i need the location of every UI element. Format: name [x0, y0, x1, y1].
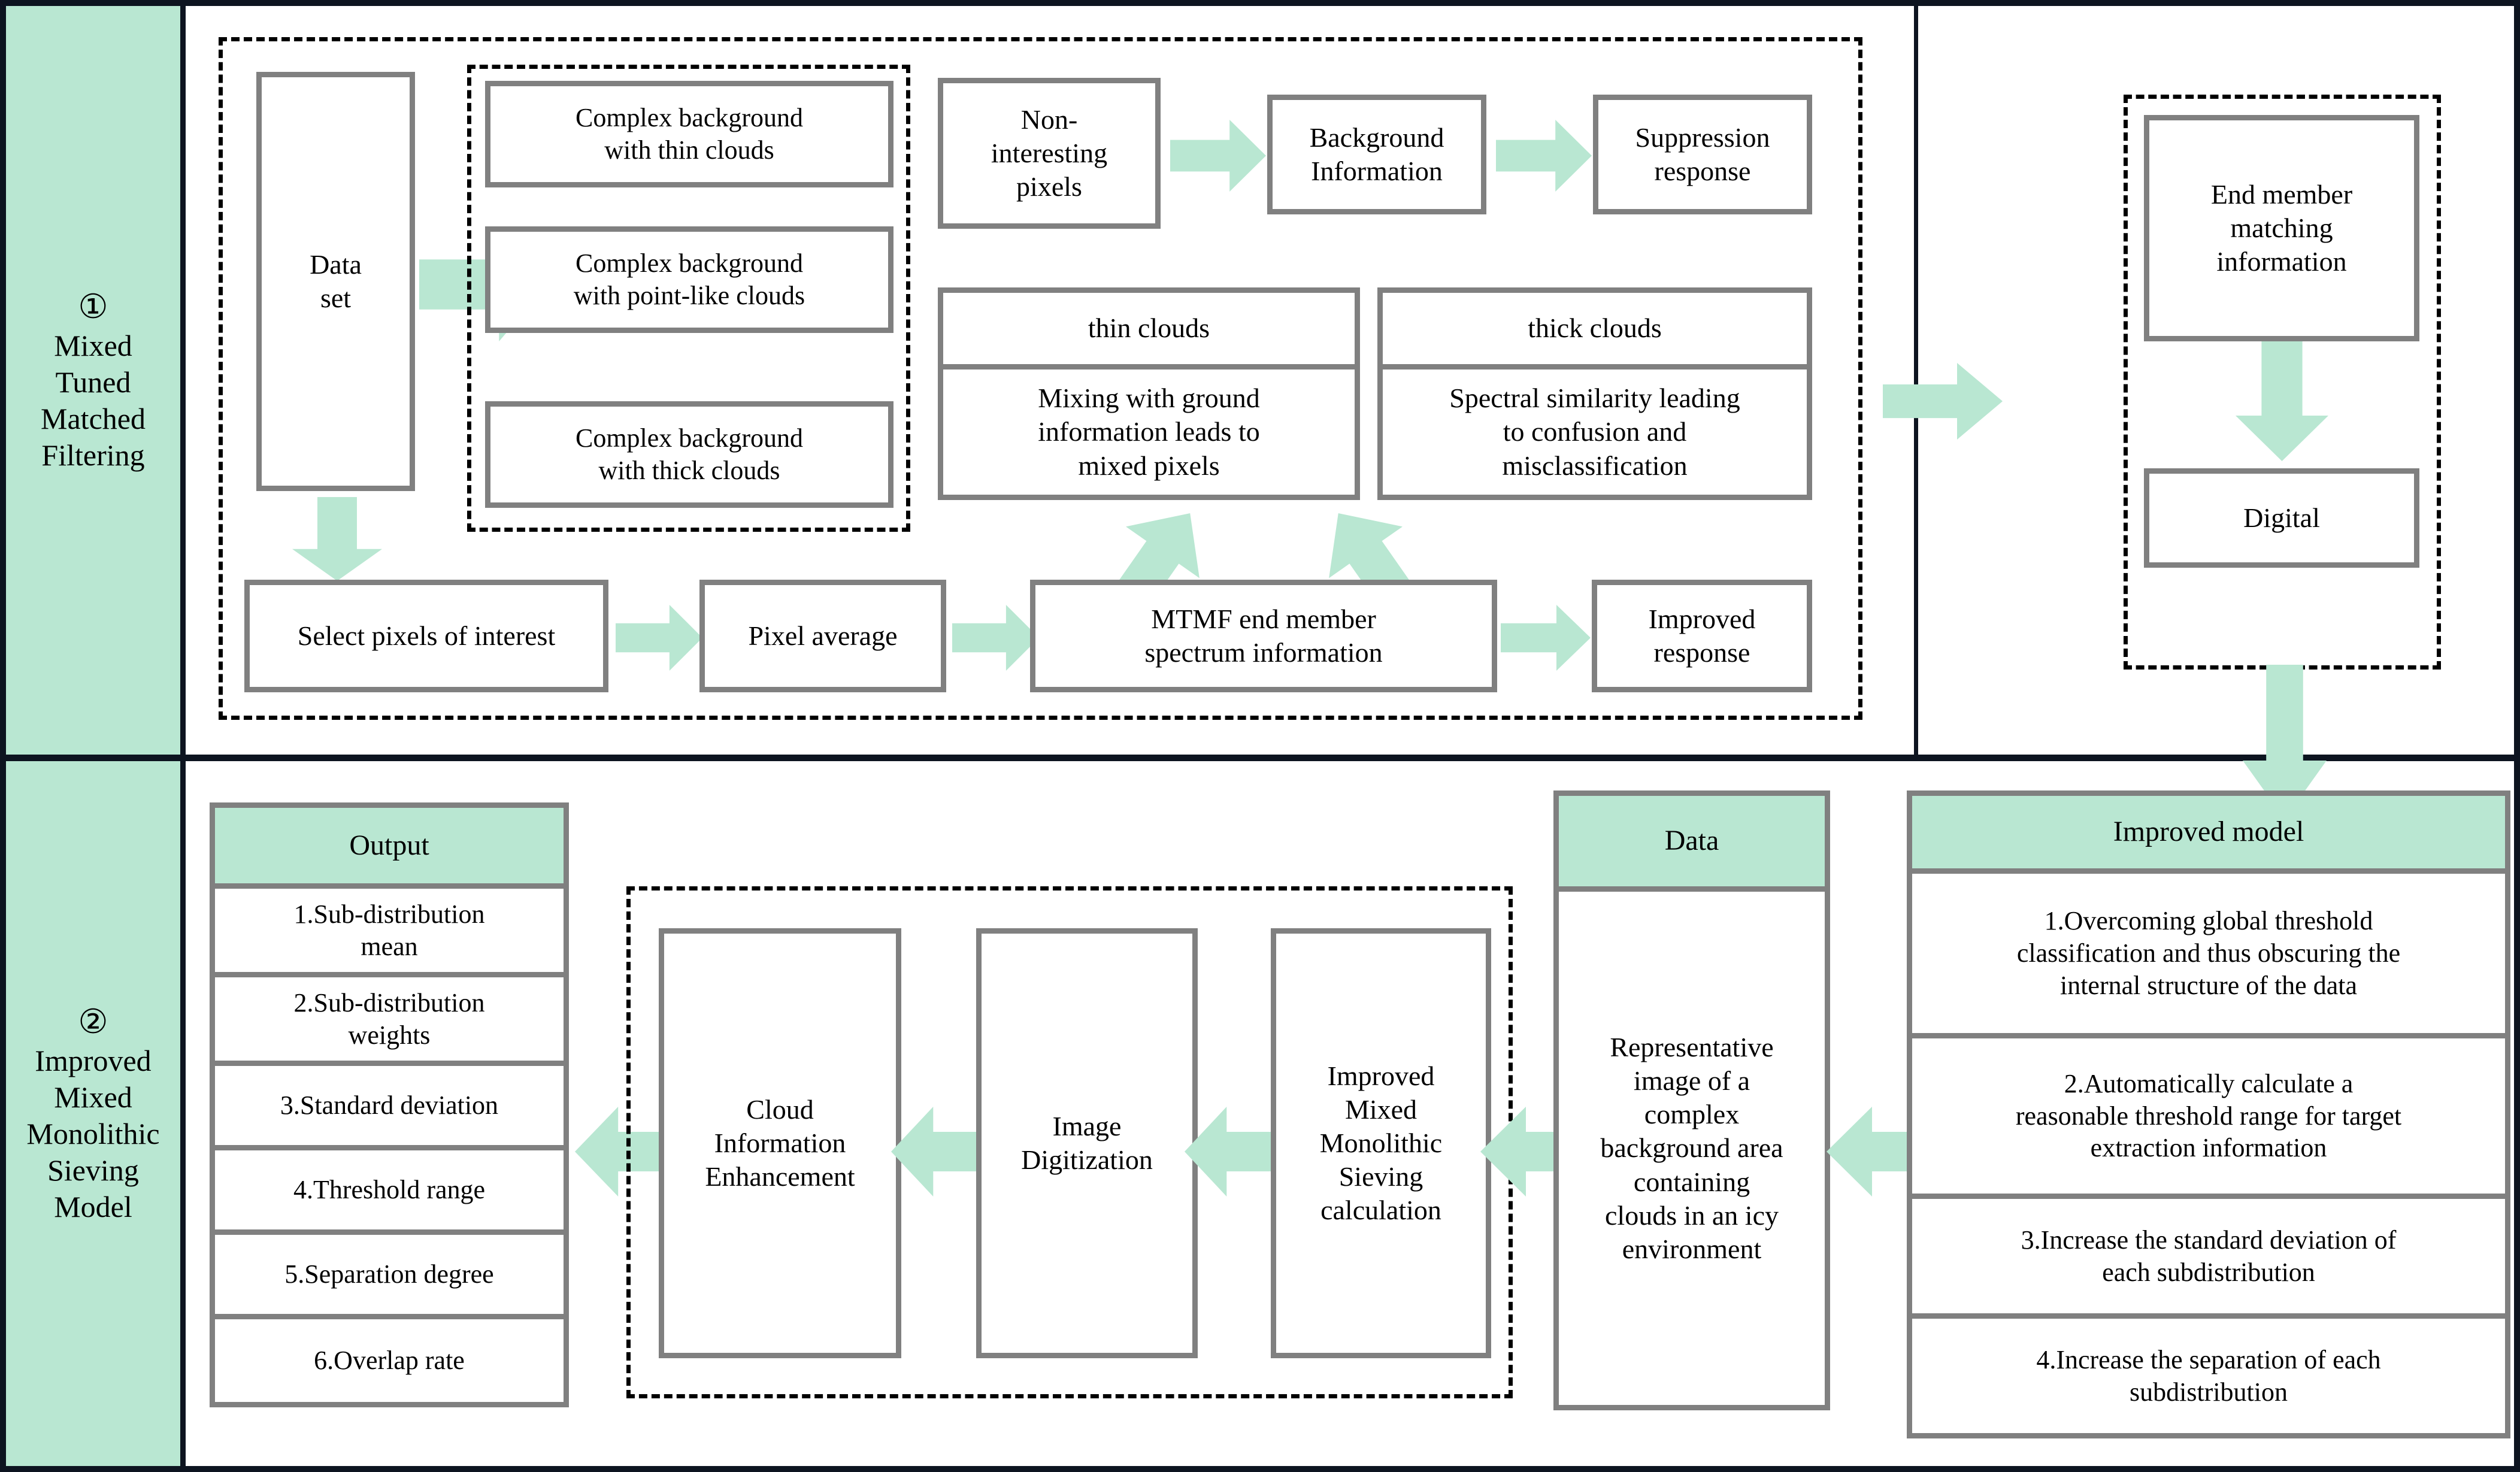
output-row-label-4: 5.Separation degree: [284, 1259, 494, 1289]
image-digitization-box: Image Digitization: [976, 928, 1198, 1358]
sidebar-section-2: ② Improved Mixed Monolithic Sieving Mode…: [6, 761, 186, 1466]
output-row-label-5: 6.Overlap rate: [314, 1346, 465, 1376]
thick-clouds-table: thick clouds Spectral similarity leading…: [1377, 287, 1812, 500]
thick-clouds-header: thick clouds: [1383, 293, 1807, 369]
output-row-1: 2.Sub-distribution weights: [215, 977, 564, 1066]
data-set-box: Data set: [256, 72, 415, 491]
improved-model-row-label-2: 3.Increase the standard deviation of eac…: [2021, 1225, 2397, 1287]
improved-model-row-label-3: 4.Increase the separation of each subdis…: [2036, 1344, 2381, 1407]
pixel-average-box: Pixel average: [699, 580, 946, 692]
image-digitization-label: Image Digitization: [1021, 1110, 1153, 1175]
background-type-label-1: Complex background with point-like cloud…: [573, 249, 805, 310]
improved-model-row-label-1: 2.Automatically calculate a reasonable t…: [2015, 1068, 2402, 1163]
improved-model-row-0: 1.Overcoming global threshold classifica…: [1912, 874, 2505, 1038]
thin-clouds-table: thin clouds Mixing with ground informati…: [938, 287, 1360, 500]
non-interesting-pixels-box: Non- interesting pixels: [938, 78, 1161, 229]
select-pixels-box: Select pixels of interest: [244, 580, 608, 692]
sidebar-1-line-0: Mixed: [54, 329, 132, 363]
sidebar-2-line-4: Model: [54, 1190, 132, 1224]
background-type-box-2: Complex background with thick clouds: [485, 401, 893, 508]
section-divider-horizontal: [6, 755, 2514, 761]
mtmf-spectrum-box: MTMF end member spectrum information: [1030, 580, 1497, 692]
output-row-2: 3.Standard deviation: [215, 1066, 564, 1150]
improved-model-row-3: 4.Increase the separation of each subdis…: [1912, 1319, 2505, 1433]
background-information-label: Background Information: [1309, 122, 1444, 186]
data-table-header-label: Data: [1664, 825, 1719, 857]
improved-model-table: Improved model 1.Overcoming global thres…: [1907, 790, 2510, 1438]
improved-response-box: Improved response: [1592, 580, 1812, 692]
sidebar-section-1: ① Mixed Tuned Matched Filtering: [6, 6, 186, 755]
improved-sieving-calculation-box: Improved Mixed Monolithic Sieving calcul…: [1271, 928, 1491, 1358]
output-row-0: 1.Sub-distribution mean: [215, 889, 564, 977]
improved-model-header: Improved model: [1912, 796, 2505, 874]
output-table: Output 1.Sub-distribution mean 2.Sub-dis…: [210, 802, 569, 1407]
sidebar-2-line-0: Improved: [35, 1044, 152, 1078]
arrow-section1-to-right-panel: [1883, 363, 2003, 440]
cloud-information-enhancement-box: Cloud Information Enhancement: [659, 928, 901, 1358]
digital-label: Digital: [2243, 502, 2320, 533]
output-row-5: 6.Overlap rate: [215, 1319, 564, 1402]
thin-clouds-body-label: Mixing with ground information leads to …: [1038, 383, 1260, 481]
background-type-label-0: Complex background with thin clouds: [575, 103, 804, 165]
background-types-dashed-group: [467, 65, 910, 532]
improved-model-row-label-0: 1.Overcoming global threshold classifica…: [2016, 906, 2401, 1000]
mtmf-spectrum-label: MTMF end member spectrum information: [1144, 603, 1383, 668]
improved-sieving-calculation-label: Improved Mixed Monolithic Sieving calcul…: [1319, 1060, 1443, 1226]
data-table: Data Representative image of a complex b…: [1553, 790, 1830, 1410]
thin-clouds-header: thin clouds: [943, 293, 1355, 369]
sidebar-1-line-3: Filtering: [41, 438, 145, 473]
end-member-matching-label: End member matching information: [2210, 178, 2353, 277]
output-row-4: 5.Separation degree: [215, 1235, 564, 1319]
background-type-box-1: Complex background with point-like cloud…: [485, 226, 893, 333]
thin-clouds-header-label: thin clouds: [1088, 313, 1210, 344]
improved-model-row-2: 3.Increase the standard deviation of eac…: [1912, 1199, 2505, 1319]
data-table-body: Representative image of a complex backgr…: [1559, 892, 1825, 1405]
sidebar-2-marker: ②: [78, 1003, 108, 1041]
thick-clouds-header-label: thick clouds: [1528, 313, 1662, 344]
data-set-label: Data set: [310, 249, 362, 313]
sidebar-1-line-1: Tuned: [55, 365, 131, 399]
thin-clouds-body: Mixing with ground information leads to …: [943, 369, 1355, 495]
sidebar-1-line-2: Matched: [41, 402, 146, 436]
sidebar-2-line-2: Monolithic: [26, 1117, 160, 1151]
section1-right-divider: [1914, 6, 1918, 755]
sidebar-2-line-3: Sieving: [47, 1153, 139, 1188]
output-table-header-label: Output: [349, 829, 429, 861]
select-pixels-label: Select pixels of interest: [297, 620, 556, 651]
end-member-matching-box: End member matching information: [2144, 115, 2419, 341]
data-table-header: Data: [1559, 796, 1825, 892]
thick-clouds-body-label: Spectral similarity leading to confusion…: [1449, 383, 1740, 481]
sidebar-2-line-1: Mixed: [54, 1080, 132, 1114]
non-interesting-pixels-label: Non- interesting pixels: [991, 104, 1108, 202]
improved-response-label: Improved response: [1648, 603, 1756, 668]
background-information-box: Background Information: [1267, 95, 1486, 214]
suppression-response-box: Suppression response: [1593, 95, 1812, 214]
thick-clouds-body: Spectral similarity leading to confusion…: [1383, 369, 1807, 495]
sidebar-1-marker: ①: [78, 288, 108, 326]
background-type-label-2: Complex background with thick clouds: [575, 423, 804, 485]
background-type-box-0: Complex background with thin clouds: [485, 81, 893, 187]
cloud-information-enhancement-label: Cloud Information Enhancement: [705, 1094, 855, 1192]
output-row-label-3: 4.Threshold range: [293, 1175, 486, 1205]
improved-model-row-1: 2.Automatically calculate a reasonable t…: [1912, 1038, 2505, 1199]
section1-dashed-container: [219, 37, 1862, 720]
output-row-label-2: 3.Standard deviation: [280, 1091, 499, 1120]
digital-box: Digital: [2144, 468, 2419, 568]
output-row-label-1: 2.Sub-distribution weights: [293, 988, 485, 1050]
suppression-response-label: Suppression response: [1635, 122, 1770, 186]
output-table-header: Output: [215, 808, 564, 889]
output-row-label-0: 1.Sub-distribution mean: [293, 899, 485, 961]
pixel-average-label: Pixel average: [748, 620, 898, 651]
data-table-body-label: Representative image of a complex backgr…: [1600, 1032, 1783, 1264]
output-row-3: 4.Threshold range: [215, 1150, 564, 1235]
improved-model-header-label: Improved model: [2113, 816, 2304, 848]
